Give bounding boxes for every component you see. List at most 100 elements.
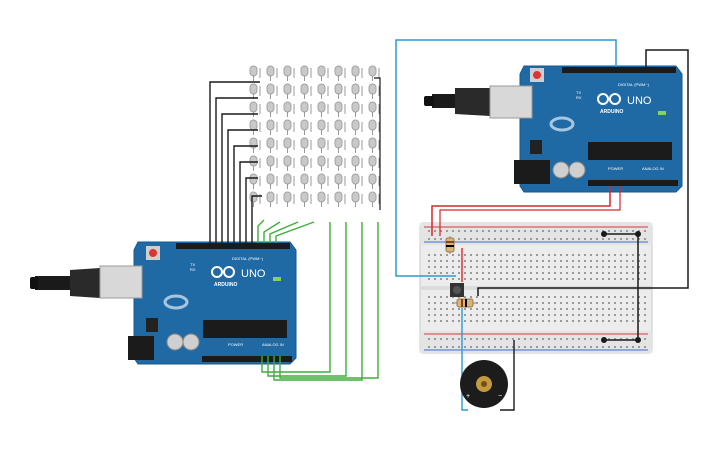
led-r4-c1[interactable] (249, 119, 261, 135)
led-r3-c7[interactable] (351, 101, 363, 117)
led-r1-c1[interactable] (249, 65, 261, 81)
led-r3-c8[interactable] (368, 101, 380, 117)
wire-buzzer-gnd[interactable] (500, 340, 515, 411)
led-r4-c3[interactable] (283, 119, 295, 135)
led-r6-c2[interactable] (266, 155, 278, 171)
led-r2-c5[interactable] (317, 83, 329, 99)
wire-row-4[interactable] (227, 129, 258, 243)
wire-rail-gnd[interactable] (604, 233, 639, 341)
led-r1-c6[interactable] (334, 65, 346, 81)
usb-cable-right[interactable] (424, 85, 533, 119)
wire-row-2[interactable] (215, 97, 258, 243)
led-r8-c3[interactable] (283, 191, 295, 207)
wire-col-3[interactable] (269, 221, 299, 243)
led-r3-c5[interactable] (317, 101, 329, 117)
wire-5v-2[interactable] (439, 186, 621, 236)
wire-col-7[interactable] (273, 222, 363, 381)
wire-col-8[interactable] (279, 222, 379, 379)
wire-buzzer-signal[interactable] (461, 308, 468, 411)
led-r7-c8[interactable] (368, 173, 380, 189)
led-r7-c3[interactable] (283, 173, 295, 189)
led-r7-c7[interactable] (351, 173, 363, 189)
wire-row-6[interactable] (239, 161, 258, 243)
led-r5-c7[interactable] (351, 137, 363, 153)
wire-5v[interactable] (431, 186, 611, 236)
led-r5-c2[interactable] (266, 137, 278, 153)
led-matrix[interactable] (249, 65, 380, 207)
led-r4-c6[interactable] (334, 119, 346, 135)
led-r6-c3[interactable] (283, 155, 295, 171)
led-r1-c7[interactable] (351, 65, 363, 81)
wire-row-1[interactable] (209, 81, 260, 243)
pushbutton[interactable] (450, 283, 464, 297)
led-r4-c4[interactable] (300, 119, 312, 135)
wire-row-3[interactable] (221, 113, 258, 243)
led-r1-c2[interactable] (266, 65, 278, 81)
piezo-buzzer[interactable]: + − (460, 360, 508, 408)
led-r3-c2[interactable] (266, 101, 278, 117)
wire-col-1[interactable] (257, 219, 265, 243)
led-r2-c8[interactable] (368, 83, 380, 99)
arduino-left[interactable]: UNO ARDUINO DIGITAL (PWM~) POWER ANALOG … (30, 241, 297, 365)
led-r6-c8[interactable] (368, 155, 380, 171)
led-r2-c1[interactable] (249, 83, 261, 99)
led-r1-c8[interactable] (368, 65, 380, 81)
led-r6-c7[interactable] (351, 155, 363, 171)
led-r2-c7[interactable] (351, 83, 363, 99)
led-r2-c4[interactable] (300, 83, 312, 99)
wire-col-2[interactable] (263, 221, 281, 243)
led-r3-c4[interactable] (300, 101, 312, 117)
led-r8-c4[interactable] (300, 191, 312, 207)
led-r1-c4[interactable] (300, 65, 312, 81)
led-r3-c6[interactable] (334, 101, 346, 117)
wire-col-4[interactable] (275, 221, 315, 243)
led-r5-c4[interactable] (300, 137, 312, 153)
resistor-bottom[interactable] (454, 298, 476, 308)
wire-matrix-edge[interactable] (374, 77, 381, 210)
led-r4-c7[interactable] (351, 119, 363, 135)
resistor-top[interactable] (445, 236, 455, 254)
arduino-right[interactable]: UNO ARDUINO DIGITAL (PWM~) POWER ANALOG … (424, 65, 683, 193)
led-r5-c3[interactable] (283, 137, 295, 153)
wire-row-7[interactable] (245, 177, 258, 243)
digital-header-left[interactable] (176, 243, 290, 249)
led-r6-c4[interactable] (300, 155, 312, 171)
wire-gnd-right[interactable] (477, 49, 689, 296)
led-r4-c5[interactable] (317, 119, 329, 135)
wire-signal-blue[interactable] (395, 39, 617, 277)
led-r1-c5[interactable] (317, 65, 329, 81)
led-r8-c8[interactable] (368, 191, 380, 207)
led-r6-c1[interactable] (249, 155, 261, 171)
led-r8-c5[interactable] (317, 191, 329, 207)
led-r8-c2[interactable] (266, 191, 278, 207)
led-r7-c1[interactable] (249, 173, 261, 189)
led-r7-c5[interactable] (317, 173, 329, 189)
led-r3-c1[interactable] (249, 101, 261, 117)
wire-row-8[interactable] (251, 195, 262, 243)
led-r5-c5[interactable] (317, 137, 329, 153)
wire-col-6[interactable] (267, 222, 347, 377)
digital-header-right[interactable] (562, 67, 676, 73)
led-r6-c5[interactable] (317, 155, 329, 171)
led-r1-c3[interactable] (283, 65, 295, 81)
led-r5-c6[interactable] (334, 137, 346, 153)
wire-col-5[interactable] (261, 222, 331, 373)
led-r7-c2[interactable] (266, 173, 278, 189)
wires[interactable] (209, 39, 689, 411)
led-r3-c3[interactable] (283, 101, 295, 117)
led-r5-c8[interactable] (368, 137, 380, 153)
led-r4-c2[interactable] (266, 119, 278, 135)
led-r6-c6[interactable] (334, 155, 346, 171)
led-r7-c4[interactable] (300, 173, 312, 189)
led-r8-c7[interactable] (351, 191, 363, 207)
led-r2-c2[interactable] (266, 83, 278, 99)
led-r7-c6[interactable] (334, 173, 346, 189)
led-r4-c8[interactable] (368, 119, 380, 135)
wire-row-5[interactable] (233, 145, 258, 243)
power-analog-header-left[interactable] (202, 356, 292, 362)
power-analog-header-right[interactable] (588, 180, 678, 186)
usb-cable-left[interactable] (30, 265, 143, 299)
led-r8-c6[interactable] (334, 191, 346, 207)
led-r2-c3[interactable] (283, 83, 295, 99)
led-r2-c6[interactable] (334, 83, 346, 99)
